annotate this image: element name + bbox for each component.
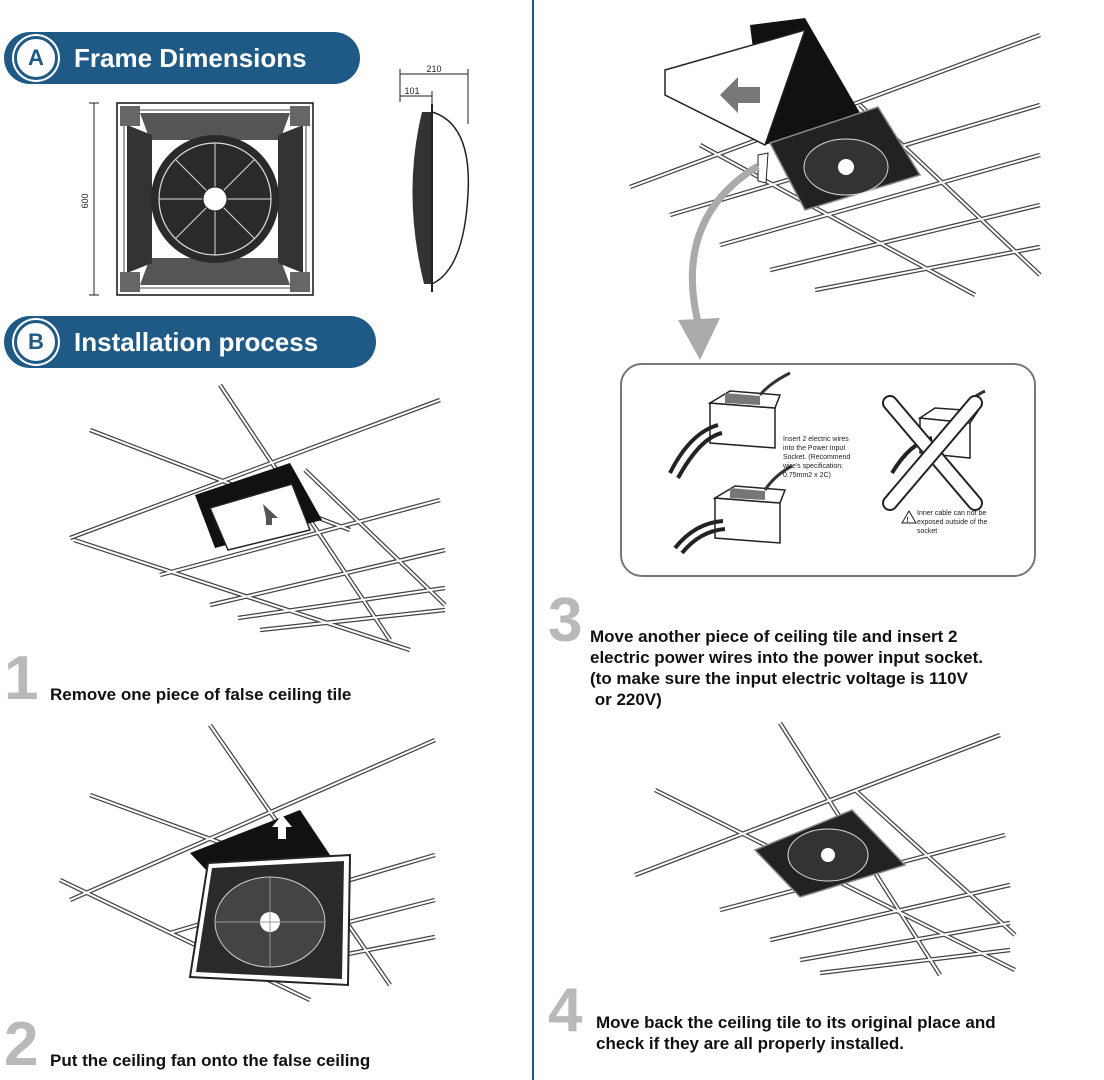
- step3-text: Move another piece of ceiling tile and i…: [590, 626, 983, 710]
- socket-wrong: [882, 389, 986, 511]
- step1-text: Remove one piece of false ceiling tile: [50, 685, 352, 704]
- section-a-title: Frame Dimensions: [74, 42, 307, 73]
- step4-ceiling-illustration: [634, 721, 1017, 977]
- dimension-depth-partial-label: 101: [404, 86, 419, 96]
- wiring-detail-box: [620, 363, 1036, 577]
- step1-ceiling-illustration: [69, 383, 447, 653]
- section-b-header: B Installation process: [4, 316, 376, 368]
- step3-text-line: electric power wires into the power inpu…: [590, 648, 983, 667]
- step3-text-line: Move another piece of ceiling tile and i…: [590, 627, 958, 646]
- step3-text-line: (to make sure the input electric voltage…: [590, 669, 968, 688]
- step3-number: 3: [548, 586, 583, 655]
- step3-text-line: or 220V): [590, 690, 662, 709]
- column-divider: [532, 0, 534, 1080]
- step4-number: 4: [548, 976, 583, 1045]
- svg-text:!: !: [906, 517, 908, 524]
- step2-ceiling-illustration: [59, 723, 436, 1003]
- section-a-header: A Frame Dimensions: [4, 32, 360, 84]
- step4-text-line: Move back the ceiling tile to its origin…: [596, 1013, 996, 1032]
- wiring-detail-illustration: Insert 2 electric wires into the Power I…: [668, 371, 989, 555]
- step2-text: Put the ceiling fan onto the false ceili…: [50, 1051, 371, 1070]
- dimension-depth-total-label: 210: [426, 64, 441, 74]
- warning-note: Inner cable can not be exposed outside o…: [917, 510, 989, 535]
- dimension-height-label: 600: [80, 193, 90, 208]
- frame-front-view: 600: [80, 102, 314, 296]
- step3-ceiling-illustration: [629, 18, 1042, 297]
- frame-side-view: 210 101: [399, 64, 470, 292]
- warning-icon: [901, 510, 917, 524]
- step2-number: 2: [4, 1010, 39, 1079]
- section-a-badge: A: [14, 36, 58, 80]
- step3-curved-arrow: [678, 163, 760, 360]
- step4-text: Move back the ceiling tile to its origin…: [596, 1012, 996, 1054]
- step4-text-line: check if they are all properly installed…: [596, 1034, 905, 1053]
- step1-number: 1: [4, 644, 39, 713]
- section-b-title: Installation process: [74, 326, 319, 357]
- section-b-badge: B: [14, 320, 58, 364]
- insert-note: Insert 2 electric wires into the Power I…: [782, 436, 852, 479]
- socket-bottom: [673, 464, 793, 555]
- socket-top: [668, 371, 791, 479]
